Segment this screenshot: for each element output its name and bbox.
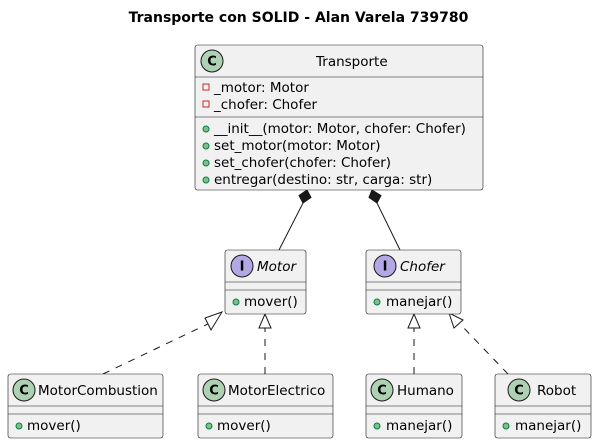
private-marker-icon: [202, 100, 210, 108]
method: manejar(): [386, 294, 452, 310]
public-marker-icon: [232, 298, 240, 306]
method: manejar(): [515, 418, 581, 434]
attribute: _chofer: Chofer: [213, 97, 317, 113]
badge-letter: C: [377, 384, 387, 399]
public-marker-icon: [15, 422, 23, 430]
method: mover(): [244, 294, 298, 310]
class-badge-icon: C: [507, 378, 531, 402]
realization-motorelectrico-motor: [258, 312, 272, 374]
realization-line: [459, 323, 509, 375]
method: set_motor(motor: Motor): [214, 138, 381, 154]
class-name: Transporte: [315, 54, 388, 70]
composition-transporte-chofer: [368, 189, 401, 251]
diagram-title: Transporte con SOLID - Alan Varela 73978…: [128, 10, 469, 26]
class-transporte[interactable]: C Transporte _motor: Motor _chofer: Chof…: [194, 44, 484, 191]
public-marker-icon: [202, 176, 210, 184]
public-marker-icon: [202, 142, 210, 150]
composition-line: [376, 202, 401, 251]
realization-line: [102, 321, 213, 375]
badge-letter: C: [19, 384, 29, 399]
composition-transporte-motor: [278, 189, 312, 251]
class-box: [194, 44, 484, 191]
badge-letter: I: [383, 260, 388, 275]
badge-letter: C: [209, 384, 219, 399]
realization-arrowhead: [258, 312, 272, 329]
composition-diamond: [368, 189, 382, 204]
public-marker-icon: [502, 422, 510, 430]
attribute: _motor: Motor: [213, 80, 309, 96]
class-name: Humano: [397, 383, 454, 399]
class-name: MotorCombustion: [38, 383, 158, 399]
class-motorelectrico[interactable]: C MotorElectrico mover(): [197, 373, 334, 439]
interface-badge-icon: I: [230, 254, 254, 278]
composition-diamond: [298, 189, 312, 204]
class-name: Robot: [537, 383, 576, 399]
badge-letter: C: [207, 55, 217, 70]
method: manejar(): [386, 418, 452, 434]
class-name: MotorElectrico: [228, 383, 325, 399]
realization-arrowhead: [448, 312, 464, 329]
public-marker-icon: [205, 422, 213, 430]
public-marker-icon: [202, 125, 210, 133]
class-name: Chofer: [400, 259, 446, 275]
class-robot[interactable]: C Robot manejar(): [494, 373, 592, 439]
composition-line: [278, 202, 304, 251]
private-marker-icon: [202, 83, 210, 91]
class-humano[interactable]: C Humano manejar(): [365, 373, 463, 439]
realization-arrowhead: [204, 311, 224, 332]
realization-robot-chofer: [448, 312, 509, 375]
class-badge-icon: C: [202, 378, 226, 402]
public-marker-icon: [373, 298, 381, 306]
method: set_chofer(chofer: Chofer): [214, 155, 391, 171]
interface-motor[interactable]: I Motor mover(): [224, 249, 307, 315]
class-badge-icon: C: [370, 378, 394, 402]
class-motorcombustion[interactable]: C MotorCombustion mover(): [7, 373, 164, 439]
badge-letter: C: [514, 384, 524, 399]
method: mover(): [217, 418, 271, 434]
class-name: Motor: [257, 259, 297, 275]
public-marker-icon: [373, 422, 381, 430]
badge-letter: I: [240, 260, 245, 275]
public-marker-icon: [202, 159, 210, 167]
method: entregar(destino: str, carga: str): [214, 172, 432, 188]
interface-badge-icon: I: [373, 254, 397, 278]
realization-humano-chofer: [407, 312, 421, 374]
realization-arrowhead: [407, 312, 421, 329]
method: __init__(motor: Motor, chofer: Chofer): [213, 121, 466, 137]
class-badge-icon: C: [200, 49, 224, 73]
realization-motorcombustion-motor: [102, 311, 224, 375]
relations: [102, 189, 509, 375]
method: mover(): [27, 418, 81, 434]
interface-chofer[interactable]: I Chofer manejar(): [365, 249, 462, 315]
class-badge-icon: C: [12, 378, 36, 402]
